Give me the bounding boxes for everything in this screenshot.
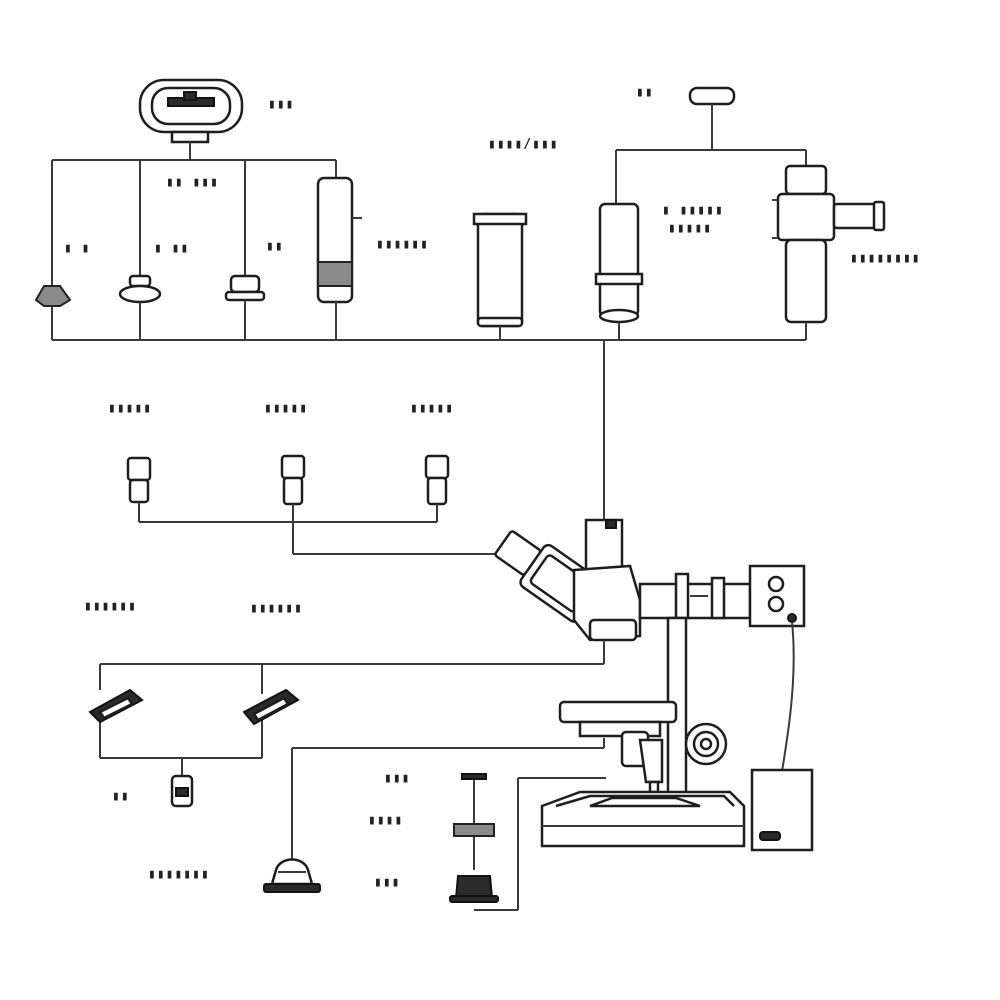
center-tube-part [472, 212, 528, 328]
tube-left-part [316, 176, 362, 304]
camera-label: ▮▮▮ [268, 97, 294, 112]
mid-adapter-part [594, 202, 644, 324]
top-main-bus-line [51, 300, 807, 520]
objective-c-label: ▮▮▮▮▮ [410, 401, 454, 416]
bottom-left-connector-lines [99, 640, 606, 911]
filter-slider-a-part [88, 688, 144, 724]
objective-b-label: ▮▮▮▮▮ [264, 401, 308, 416]
objective-a-part [126, 456, 152, 504]
small-part-label: ▮▮ [112, 789, 130, 804]
mid-left-b-label: ▮▮▮▮▮▮ [250, 601, 303, 616]
objective-a-label: ▮▮▮▮▮ [108, 401, 152, 416]
camera-head-part [138, 78, 244, 144]
adapter-c-label: ▮▮ [266, 239, 284, 254]
bottom-left-label: ▮▮▮▮▮▮▮ [148, 867, 210, 882]
stage-a-label: ▮▮▮ [384, 771, 410, 786]
top-left-group-label: ▮▮ ▮▮▮ [166, 175, 219, 190]
stage-b-label: ▮▮▮▮ [368, 813, 403, 828]
adapter-b-label: ▮ ▮▮ [154, 241, 189, 256]
tube-left-label: ▮▮▮▮▮▮ [376, 237, 429, 252]
mid-left-a-label: ▮▮▮▮▮▮ [84, 599, 137, 614]
adapter-b-part [118, 274, 162, 304]
top-right-cap-part [615, 86, 807, 204]
objective-connector-lines [138, 502, 500, 555]
objective-b-part [280, 454, 306, 506]
top-right-small-label: ▮▮ [636, 85, 654, 100]
adapter-c-part [224, 274, 266, 302]
microscope-body [494, 518, 814, 852]
stage-filter-stack-part [449, 773, 499, 903]
adapter-mid-label-2: ▮▮▮▮▮ [668, 221, 712, 236]
top-left-connector-lines [51, 142, 337, 285]
center-top-label: ▮▮▮▮/▮▮▮ [488, 137, 559, 152]
right-assembly-part [772, 164, 886, 324]
adapter-a-part [34, 285, 72, 307]
adapter-mid-label: ▮ ▮▮▮▮▮ [662, 203, 724, 218]
adapter-a-label: ▮ ▮ [64, 241, 90, 256]
objective-c-part [424, 454, 450, 506]
filter-slider-b-part [242, 688, 300, 726]
small-part [170, 774, 194, 808]
stage-c-label: ▮▮▮ [374, 875, 400, 890]
right-assembly-label: ▮▮▮▮▮▮▮▮ [850, 251, 921, 266]
bottom-dome-part [263, 858, 321, 893]
